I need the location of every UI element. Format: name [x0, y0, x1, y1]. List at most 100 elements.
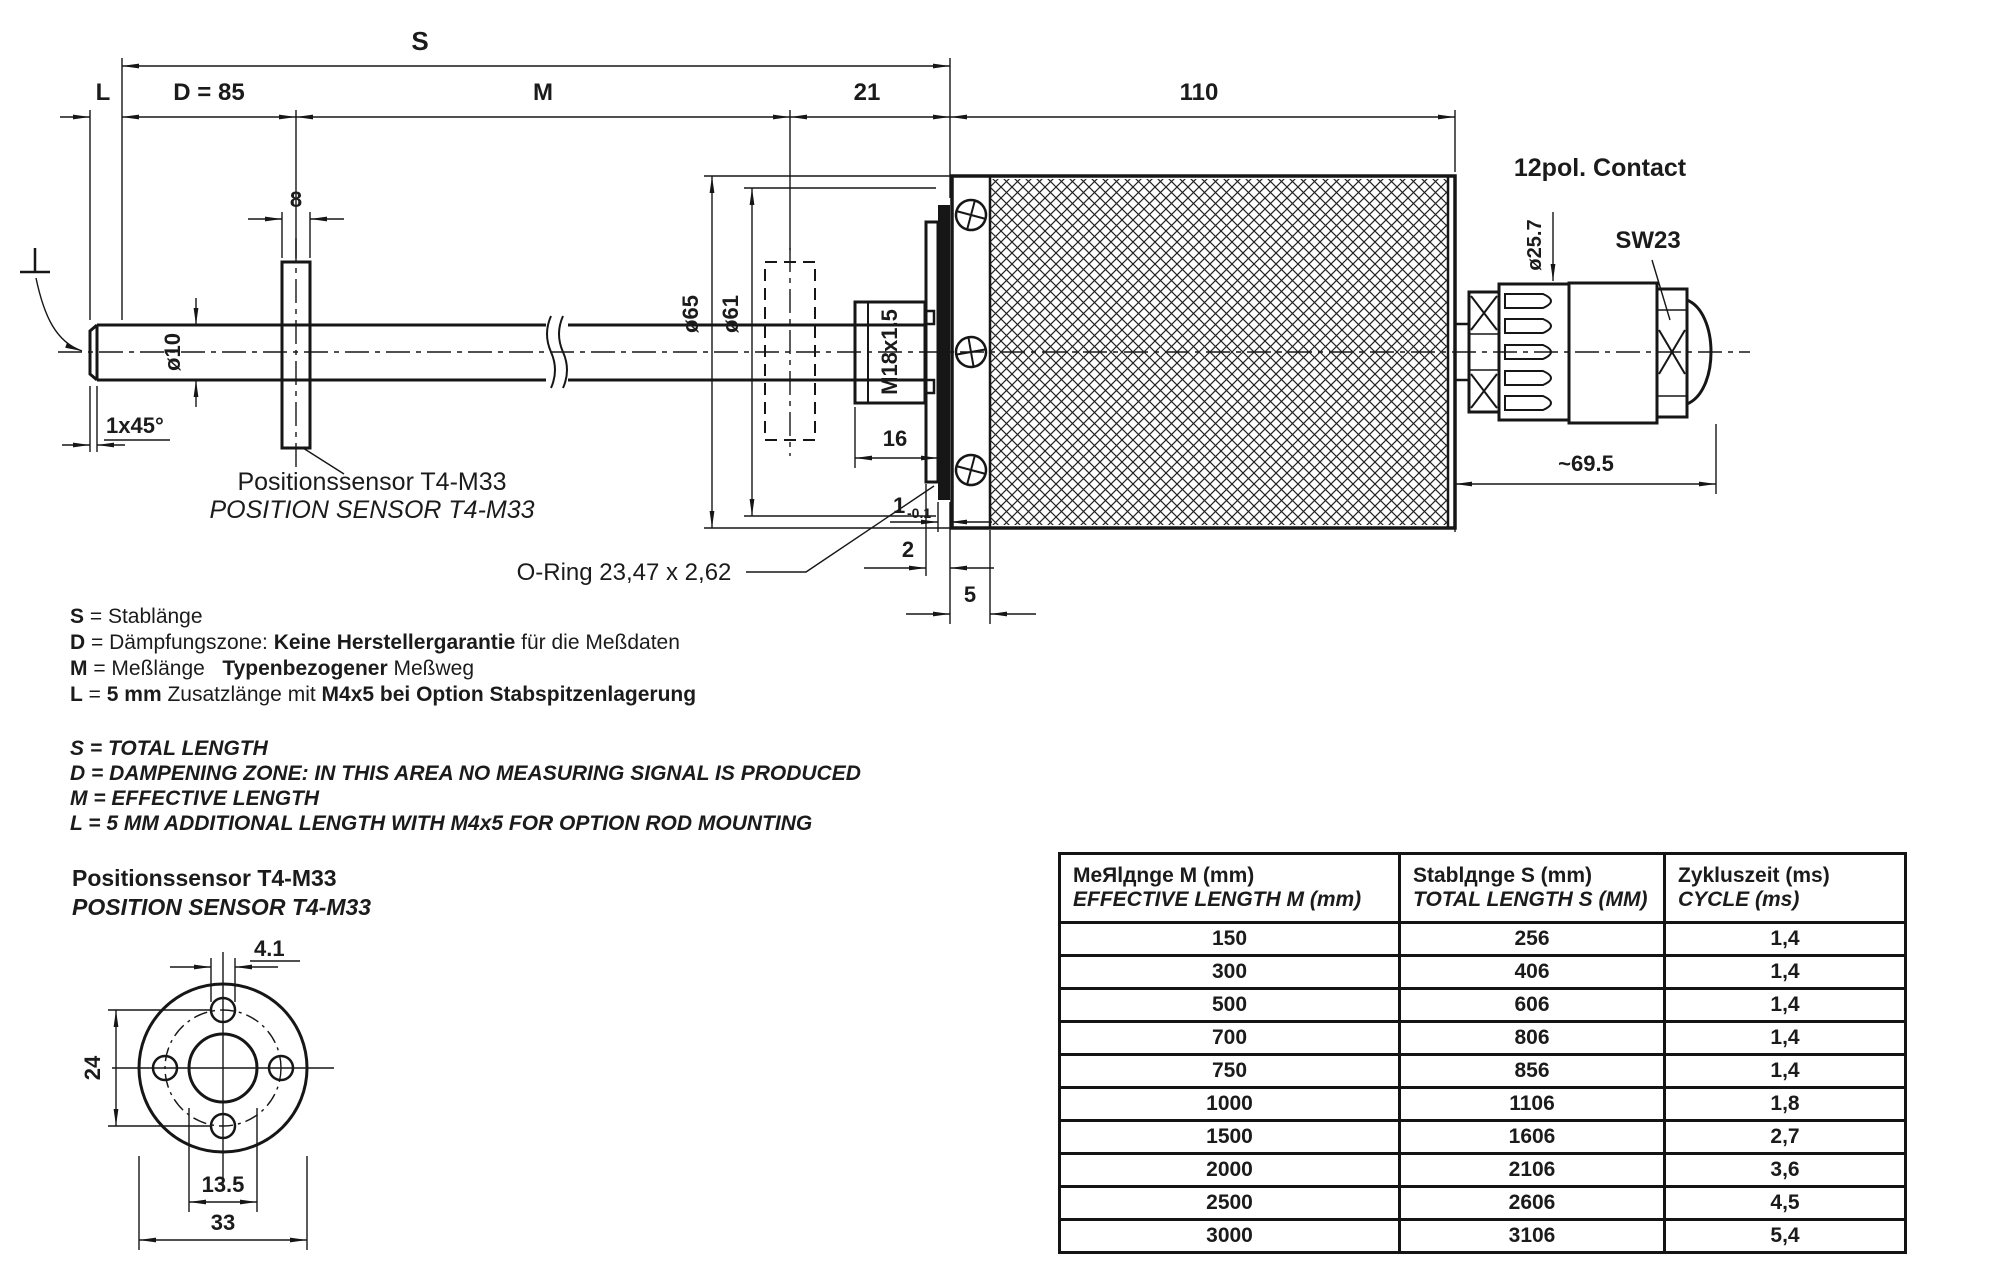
table-cell: 1,4 — [1663, 921, 1907, 957]
table-cell: 300 — [1058, 954, 1401, 990]
col-header-de: MeЯlдnge M (mm) — [1073, 864, 1255, 887]
dim-8: 8 — [290, 187, 302, 212]
table-cell: 3,6 — [1663, 1152, 1907, 1188]
dimension-lines — [60, 58, 1717, 624]
dim-24: 24 — [80, 1055, 105, 1080]
table-cell: 1,4 — [1663, 954, 1907, 990]
table-cell: 606 — [1398, 987, 1666, 1023]
table-cell: 1000 — [1058, 1086, 1401, 1122]
table-cell: 1,4 — [1663, 1053, 1907, 1089]
screw-icon — [954, 198, 988, 232]
table-cell: 1,8 — [1663, 1086, 1907, 1122]
legend-line: D = Dämpfungszone: Keine Herstellergaran… — [70, 631, 680, 654]
dim-d85: D = 85 — [173, 79, 244, 106]
dim-33: 33 — [211, 1210, 235, 1235]
dim-21: 21 — [854, 79, 881, 106]
col-header-en: CYCLE (ms) — [1678, 888, 1800, 911]
legend-german: S = Stablänge D = Dämpfungszone: Keine He… — [70, 604, 696, 708]
dim-16: 16 — [883, 426, 907, 451]
table-cell: 1500 — [1058, 1119, 1401, 1155]
table-cell: 2000 — [1058, 1152, 1401, 1188]
dim-chamfer: 1x45° — [106, 413, 164, 438]
spec-table-header-row: MeЯlдnge M (mm) EFFECTIVE LENGTH M (mm) … — [1058, 852, 1907, 924]
sensor-label-de: Positionssensor T4-M33 — [237, 468, 506, 496]
part-labels: Positionssensor T4-M33 POSITION SENSOR T… — [209, 468, 731, 586]
sensor-label-en: POSITION SENSOR T4-M33 — [209, 496, 534, 524]
table-cell: 1106 — [1398, 1086, 1666, 1122]
dim-sw23: SW23 — [1615, 227, 1680, 254]
table-cell: 806 — [1398, 1020, 1666, 1056]
col-header-en: TOTAL LENGTH S (MM) — [1413, 888, 1648, 911]
flange-title-de: Positionssensor T4-M33 — [72, 865, 337, 891]
table-cell: 406 — [1398, 954, 1666, 990]
dim-m: M — [533, 79, 553, 106]
legend-line: S = TOTAL LENGTH — [70, 737, 268, 760]
flange-title-en: POSITION SENSOR T4-M33 — [72, 894, 372, 920]
dim-dia25-7: ø25.7 — [1524, 219, 1546, 270]
dim-dia61: ø61 — [718, 295, 743, 333]
table-cell: 2500 — [1058, 1185, 1401, 1221]
perpendicularity-symbol — [20, 248, 83, 352]
table-cell: 3106 — [1398, 1218, 1666, 1254]
damper-collar — [280, 260, 312, 450]
col-header-en: EFFECTIVE LENGTH M (mm) — [1073, 888, 1362, 911]
flange-view-title: Positionssensor T4-M33 POSITION SENSOR T… — [72, 864, 371, 922]
col-header-total-length: Stablдnge S (mm) TOTAL LENGTH S (MM) — [1398, 852, 1666, 924]
legend-line: S = Stablänge — [70, 605, 203, 628]
screw-icon — [954, 453, 988, 487]
dimension-labels: S L D = 85 M 21 110 8 ø10 1x45° ø65 ø61 … — [96, 26, 1687, 607]
table-cell: 1,4 — [1663, 987, 1907, 1023]
table-cell: 2606 — [1398, 1185, 1666, 1221]
sensor-housing — [950, 174, 1457, 530]
table-cell: 700 — [1058, 1020, 1401, 1056]
legend-line: M = EFFECTIVE LENGTH — [70, 787, 320, 810]
legend-line: M = Meßlänge Typenbezogener Meßweg — [70, 657, 474, 680]
screw-icon — [954, 335, 988, 369]
dim-s: S — [411, 26, 428, 56]
legend-line: D = DAMPENING ZONE: IN THIS AREA NO MEAS… — [70, 762, 861, 785]
dim-1-tolerance: -0.1 — [907, 505, 931, 521]
mounting-flange-plates — [924, 205, 950, 500]
table-cell: 5,4 — [1663, 1218, 1907, 1254]
dim-l: L — [96, 79, 111, 106]
legend-line: L = 5 MM ADDITIONAL LENGTH WITH M4x5 FOR… — [70, 812, 813, 835]
dim-thread: M18x1.5 — [877, 309, 902, 395]
dim-13-5: 13.5 — [202, 1172, 245, 1197]
table-cell: 500 — [1058, 987, 1401, 1023]
dim-5: 5 — [964, 582, 976, 607]
phantom-sensor-outline — [764, 261, 816, 441]
table-cell: 4,5 — [1663, 1185, 1907, 1221]
table-cell: 2106 — [1398, 1152, 1666, 1188]
table-cell: 856 — [1398, 1053, 1666, 1089]
table-cell: 1,4 — [1663, 1020, 1907, 1056]
table-cell: 750 — [1058, 1053, 1401, 1089]
dim-dia65: ø65 — [678, 295, 703, 333]
col-header-de: Stablдnge S (mm) — [1413, 864, 1593, 887]
col-header-de: Zykluszeit (ms) — [1678, 864, 1830, 887]
table-cell: 2,7 — [1663, 1119, 1907, 1155]
dim-1: 1 — [893, 493, 905, 518]
table-cell: 150 — [1058, 921, 1401, 957]
flange-end-view: 4.1 24 13.5 33 — [80, 936, 334, 1250]
dim-dia10: ø10 — [160, 333, 185, 371]
table-cell: 256 — [1398, 921, 1666, 957]
sensor-rod — [88, 315, 926, 389]
connector-plug — [1453, 281, 1713, 425]
legend-line: L = 5 mm Zusatzlänge mit M4x5 bei Option… — [70, 683, 697, 706]
col-header-effective-length: MeЯlдnge M (mm) EFFECTIVE LENGTH M (mm) — [1058, 852, 1401, 924]
dim-110: 110 — [1180, 79, 1219, 106]
